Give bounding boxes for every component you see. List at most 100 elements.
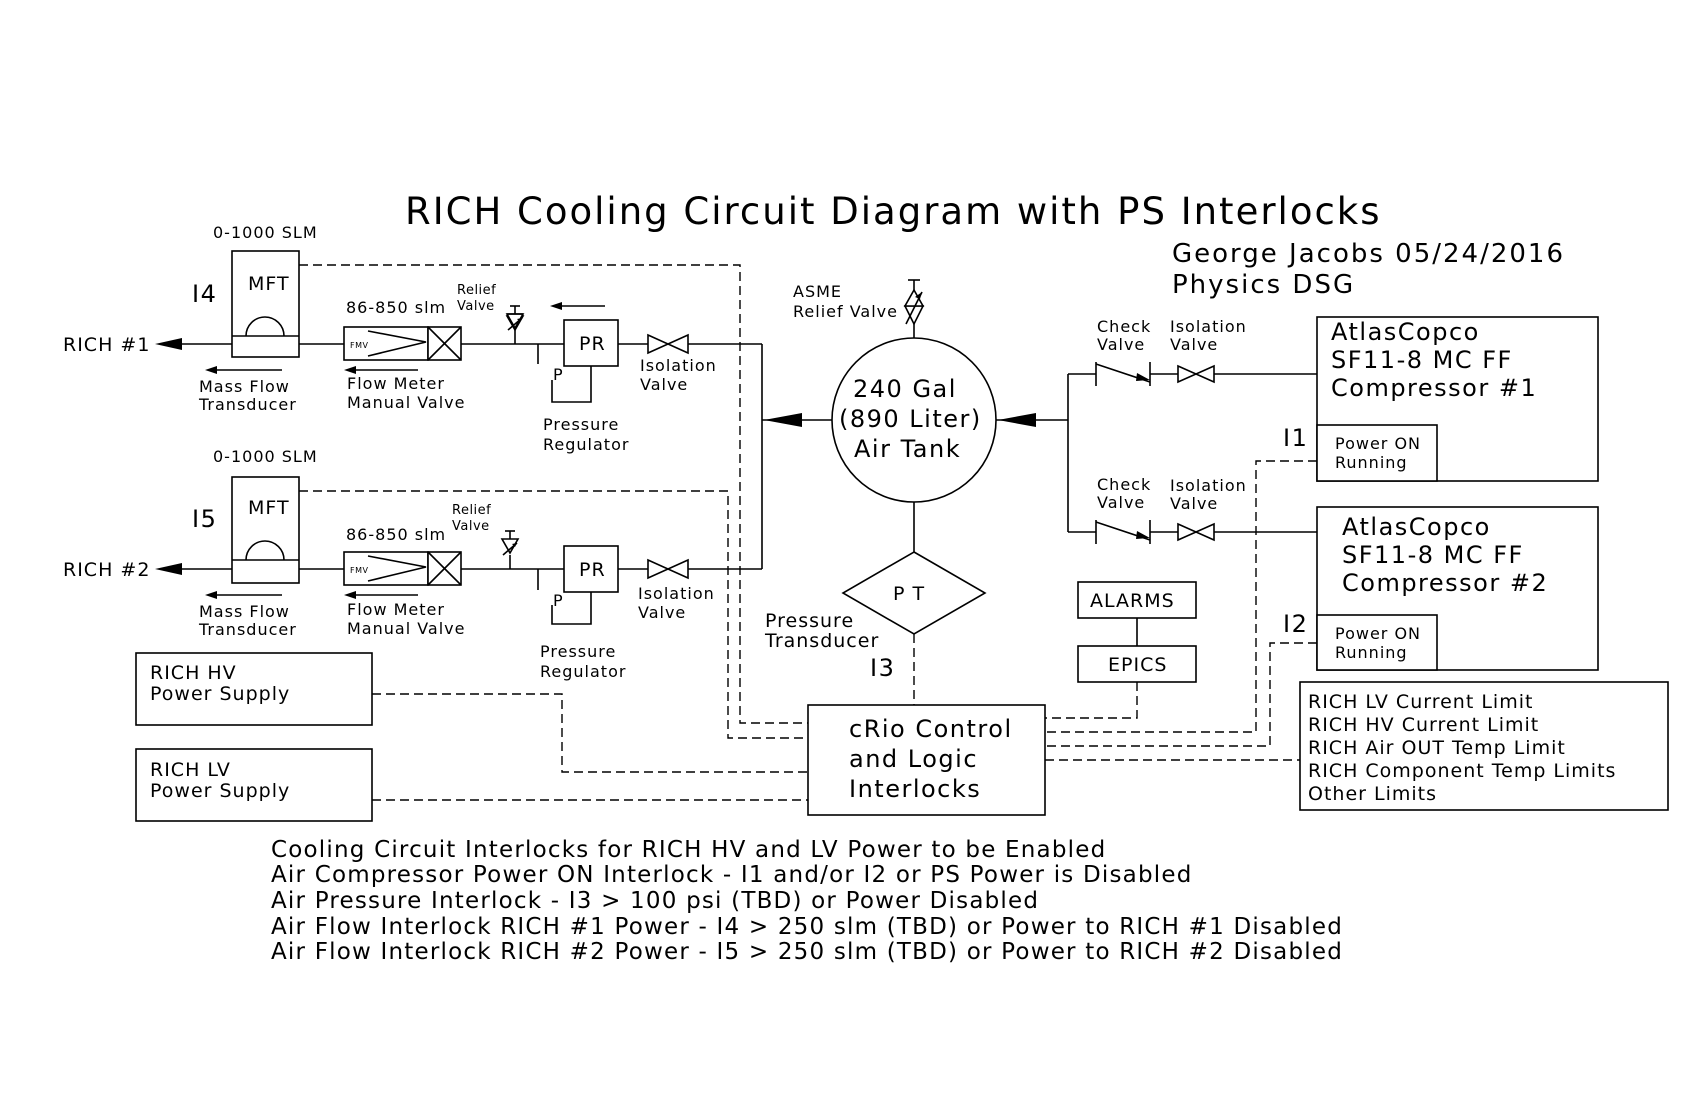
rich-2-flow-arrow: [155, 563, 182, 575]
relief-valve-2-label-1: Relief: [452, 503, 491, 518]
crio-line-2: and Logic: [849, 745, 978, 773]
relief-valve-2: [500, 530, 520, 569]
check-valve-1-caption-1: Check: [1097, 317, 1151, 336]
relief-valve-1-label-1: Relief: [457, 283, 496, 298]
compressor-1: AtlasCopco SF11-8 MC FF Compressor #1 Po…: [1316, 316, 1599, 482]
fmv-2-label: FMV: [350, 566, 369, 575]
tank-line-1: 240 Gal: [853, 375, 957, 403]
air-tank: 240 Gal (890 Liter) Air Tank: [831, 337, 997, 503]
check-valve-2-caption-1: Check: [1097, 475, 1151, 494]
branch-rich-2: RICH #2 0-1000 SLM I5 MFT Mass Flow Tran…: [63, 447, 762, 681]
author-group: Physics DSG: [1172, 270, 1355, 300]
pressure-regulator-1-caption-2: Regulator: [543, 435, 629, 454]
compressor-2-line: Check Valve Isolation Valve: [1068, 475, 1317, 544]
compressor-1-status-1: Power ON: [1335, 434, 1421, 453]
mass-flow-transducer-2: MFT: [231, 476, 300, 584]
check-valve-2-caption-2: Valve: [1097, 493, 1145, 512]
compressor-1-line: Check Valve Isolation Valve: [1068, 317, 1317, 386]
check-valve-1-caption-2: Valve: [1097, 335, 1145, 354]
note-line: Cooling Circuit Interlocks for RICH HV a…: [271, 837, 1106, 863]
compressor-1-name-2: SF11-8 MC FF: [1331, 346, 1513, 374]
compressor-1-name-1: AtlasCopco: [1331, 318, 1480, 346]
pt-label: P T: [893, 583, 925, 605]
hv-supply-line-1: RICH HV: [150, 662, 237, 684]
rich-hv-power-supply: RICH HV Power Supply: [135, 652, 373, 726]
diagram-title: RICH Cooling Circuit Diagram with PS Int…: [405, 190, 1382, 233]
interlock-i2: I2: [1283, 610, 1308, 638]
manual-valve-1: [427, 326, 462, 361]
isolation-valve-c2-caption-2: Valve: [1170, 494, 1218, 513]
asme-relief-valve: [903, 279, 925, 338]
isolation-valve-c2-caption-1: Isolation: [1170, 476, 1247, 495]
mft-2-caption-1: Mass Flow: [199, 602, 290, 621]
isolation-valve-2: [647, 558, 689, 580]
flow-meter-2-range: 86-850 slm: [346, 525, 446, 544]
flow-meter-1: FMV: [343, 326, 429, 361]
relief-valve-1: [505, 305, 525, 344]
isolation-valve-1: [647, 333, 689, 355]
note-line: Air Compressor Power ON Interlock - I1 a…: [271, 862, 1193, 888]
asme-label-2: Relief Valve: [793, 302, 898, 321]
flow-meter-1-range: 86-850 slm: [346, 298, 446, 317]
isolation-valve-1-caption-2: Valve: [640, 375, 688, 394]
mft-1-caption-2: Transducer: [198, 395, 297, 414]
interlock-notes: Cooling Circuit Interlocks for RICH HV a…: [271, 837, 1343, 965]
limit-item: Other Limits: [1308, 783, 1437, 805]
pr-2-label: PR: [579, 559, 606, 581]
compressor-2-status-2: Running: [1335, 643, 1408, 662]
alarms-box: ALARMS: [1077, 581, 1197, 619]
rich-1-label: RICH #1: [63, 334, 150, 356]
pr-2-pilot-label: P: [553, 591, 564, 610]
mft-1-caption-1: Mass Flow: [199, 377, 290, 396]
relief-valve-2-label-2: Valve: [452, 519, 490, 534]
pt-caption-2: Transducer: [764, 630, 879, 652]
limit-item: RICH Air OUT Temp Limit: [1308, 737, 1566, 759]
rich-lv-power-supply: RICH LV Power Supply: [135, 748, 373, 822]
limit-item: RICH Component Temp Limits: [1308, 760, 1616, 782]
isolation-valve-c1-caption-2: Valve: [1170, 335, 1218, 354]
pr-1-pilot-label: P: [553, 365, 564, 384]
compressor-1-name-3: Compressor #1: [1331, 374, 1537, 402]
rich-2-label: RICH #2: [63, 559, 150, 581]
pressure-regulator-2: PR P: [551, 545, 619, 625]
isolation-valve-1-caption-1: Isolation: [640, 356, 717, 375]
branch-rich-1: RICH #1 0-1000 SLM I4 MFT Mass Flow Tran…: [63, 223, 762, 454]
mft-2-caption-2: Transducer: [198, 620, 297, 639]
tank-outlet-arrow: [764, 413, 802, 427]
tank-inlet-arrow: [998, 413, 1036, 427]
check-valve-2: [1095, 520, 1151, 544]
flow-meter-2-caption-2: Manual Valve: [347, 619, 466, 638]
pt-caption-1: Pressure: [765, 610, 854, 632]
mft-2-label: MFT: [248, 497, 290, 519]
limit-item: RICH HV Current Limit: [1308, 714, 1539, 736]
alarms-label: ALARMS: [1090, 590, 1175, 612]
epics-label: EPICS: [1108, 654, 1167, 676]
signal-lines: [299, 264, 1317, 801]
compressor-2-status-box: [1316, 614, 1438, 671]
pressure-regulator-1: PR P: [551, 319, 619, 403]
lv-supply-line-2: Power Supply: [150, 780, 290, 802]
pressure-regulator-2-caption-2: Regulator: [540, 662, 626, 681]
mft-1-label: MFT: [248, 273, 290, 295]
asme-label-1: ASME: [793, 282, 842, 301]
isolation-valve-c1: [1177, 364, 1215, 384]
mft-2-range: 0-1000 SLM: [213, 447, 318, 466]
tank-line-2: (890 Liter): [839, 405, 982, 433]
interlock-i3: I3: [870, 654, 895, 682]
interlock-i4: I4: [192, 280, 217, 308]
crio-line-1: cRio Control: [849, 715, 1013, 743]
limit-item: RICH LV Current Limit: [1308, 691, 1533, 713]
interlock-i5: I5: [192, 505, 217, 533]
rich-1-flow-arrow: [155, 338, 182, 350]
note-line: Air Flow Interlock RICH #2 Power - I5 > …: [271, 939, 1343, 965]
note-line: Air Pressure Interlock - I3 > 100 psi (T…: [271, 888, 1039, 914]
pressure-regulator-2-caption-1: Pressure: [540, 642, 616, 661]
interlock-i1: I1: [1283, 424, 1308, 452]
isolation-valve-c1-caption-1: Isolation: [1170, 317, 1247, 336]
isolation-valve-2-caption-1: Isolation: [638, 584, 715, 603]
fmv-1-label: FMV: [350, 341, 369, 350]
compressor-2: AtlasCopco SF11-8 MC FF Compressor #2 Po…: [1316, 506, 1599, 671]
limits-box: RICH LV Current Limit RICH HV Current Li…: [1299, 681, 1669, 811]
author-name-date: George Jacobs 05/24/2016: [1172, 239, 1565, 269]
